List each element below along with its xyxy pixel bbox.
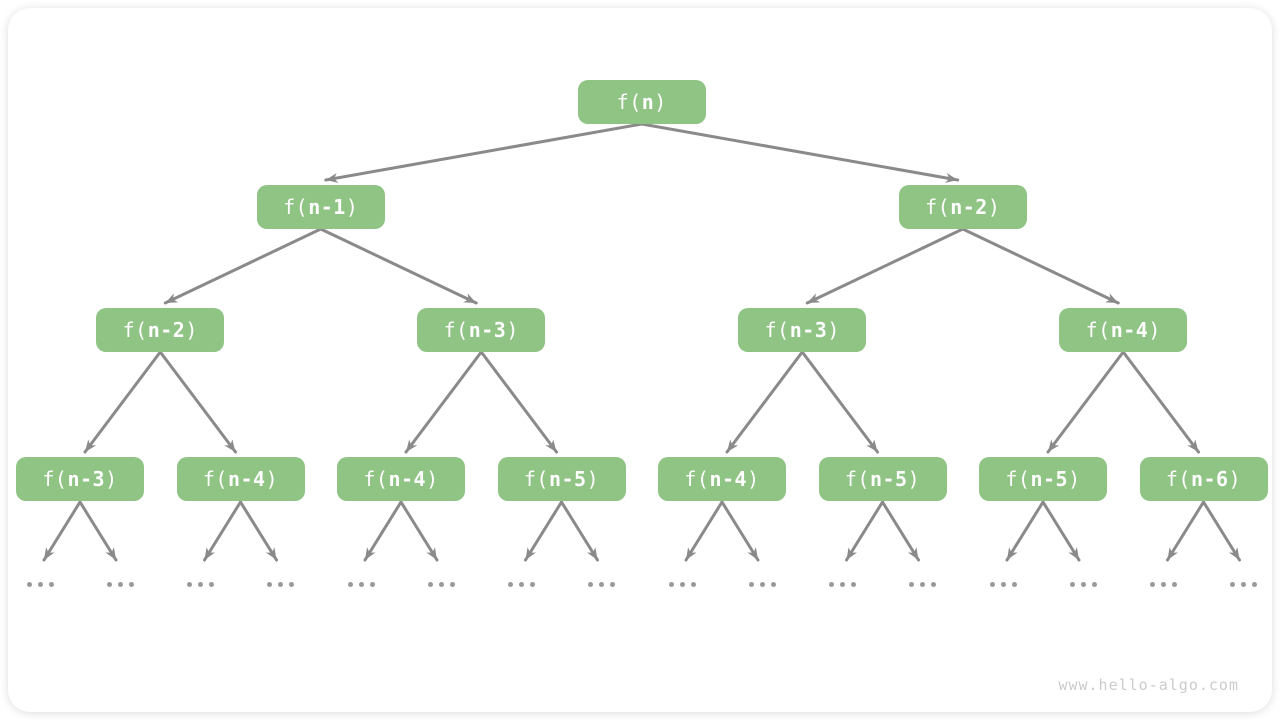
tree-node: f(n-3) [417, 308, 546, 352]
node-label-arg: n-3 [468, 318, 507, 342]
node-label-pre: f( [1085, 318, 1111, 342]
ellipsis [508, 582, 535, 587]
node-label-pre: f( [122, 318, 148, 342]
ellipsis [1230, 582, 1257, 587]
ellipsis [347, 582, 375, 587]
node-label-post: ) [747, 467, 760, 491]
node-label-post: ) [1148, 318, 1161, 342]
node-label-arg: n-5 [548, 467, 587, 491]
node-label-arg: n-2 [950, 195, 988, 219]
node-label-arg: n-1 [308, 195, 346, 219]
ellipsis [668, 582, 696, 587]
ellipsis [588, 582, 615, 587]
ellipsis [106, 582, 134, 587]
node-label-pre: f( [844, 467, 870, 491]
tree-node: f(n-2) [96, 308, 225, 352]
ellipsis [187, 582, 214, 587]
node-label-arg: n-4 [388, 467, 427, 491]
ellipsis [1069, 582, 1097, 587]
node-label-post: ) [345, 195, 359, 219]
tree-node: f(n-2) [898, 185, 1027, 229]
ellipsis [1150, 582, 1177, 587]
node-label-post: ) [907, 467, 921, 491]
node-label-arg: n-5 [1030, 467, 1069, 491]
tree-node: f(n-4) [1059, 308, 1188, 352]
node-label-pre: f( [443, 318, 469, 342]
node-label-post: ) [265, 467, 279, 491]
node-label-post: ) [1068, 467, 1081, 491]
node-label-arg: n-3 [67, 467, 106, 491]
ellipsis [26, 582, 54, 587]
node-label-post: ) [185, 318, 198, 342]
node-label-pre: f( [202, 467, 228, 491]
node-label-arg: n-2 [147, 318, 186, 342]
node-label-arg: n [641, 90, 655, 114]
tree-node: f(n-5) [979, 457, 1107, 501]
node-label-pre: f( [283, 195, 309, 219]
node-label-post: ) [987, 195, 1001, 219]
node-label-post: ) [426, 467, 439, 491]
ellipsis [267, 582, 294, 587]
tree-node: f(n-3) [16, 457, 144, 501]
tree-node: f(n-1) [256, 185, 385, 229]
node-label-arg: n-4 [227, 467, 266, 491]
ellipsis [989, 582, 1017, 587]
tree-node: f(n) [577, 80, 706, 124]
node-label-pre: f( [1165, 467, 1191, 491]
tree-node: f(n-5) [818, 457, 947, 501]
tree-node: f(n-6) [1139, 457, 1268, 501]
node-label-arg: n-5 [869, 467, 908, 491]
node-label-post: ) [105, 467, 118, 491]
node-label-pre: f( [764, 318, 790, 342]
node-label-post: ) [1228, 467, 1242, 491]
tree-node: f(n-4) [658, 457, 786, 501]
tree-node: f(n-4) [176, 457, 305, 501]
node-label-arg: n-3 [789, 318, 828, 342]
node-label-pre: f( [684, 467, 710, 491]
node-label-arg: n-4 [709, 467, 748, 491]
ellipsis [909, 582, 936, 587]
node-label-post: ) [827, 318, 840, 342]
tree-node: f(n-4) [337, 457, 465, 501]
ellipsis [829, 582, 856, 587]
node-label-pre: f( [363, 467, 389, 491]
node-label-pre: f( [1005, 467, 1031, 491]
node-label-post: ) [586, 467, 600, 491]
tree-node: f(n-3) [738, 308, 867, 352]
watermark: www.hello-algo.com [1058, 676, 1239, 694]
node-label-post: ) [654, 90, 667, 114]
node-label-pre: f( [925, 195, 951, 219]
node-label-pre: f( [616, 90, 642, 114]
node-label-arg: n-4 [1110, 318, 1149, 342]
ellipsis [748, 582, 776, 587]
node-label-post: ) [506, 318, 519, 342]
node-label-pre: f( [42, 467, 68, 491]
ellipsis [427, 582, 455, 587]
node-label-pre: f( [523, 467, 549, 491]
tree-node: f(n-5) [497, 457, 626, 501]
node-label-arg: n-6 [1190, 467, 1229, 491]
